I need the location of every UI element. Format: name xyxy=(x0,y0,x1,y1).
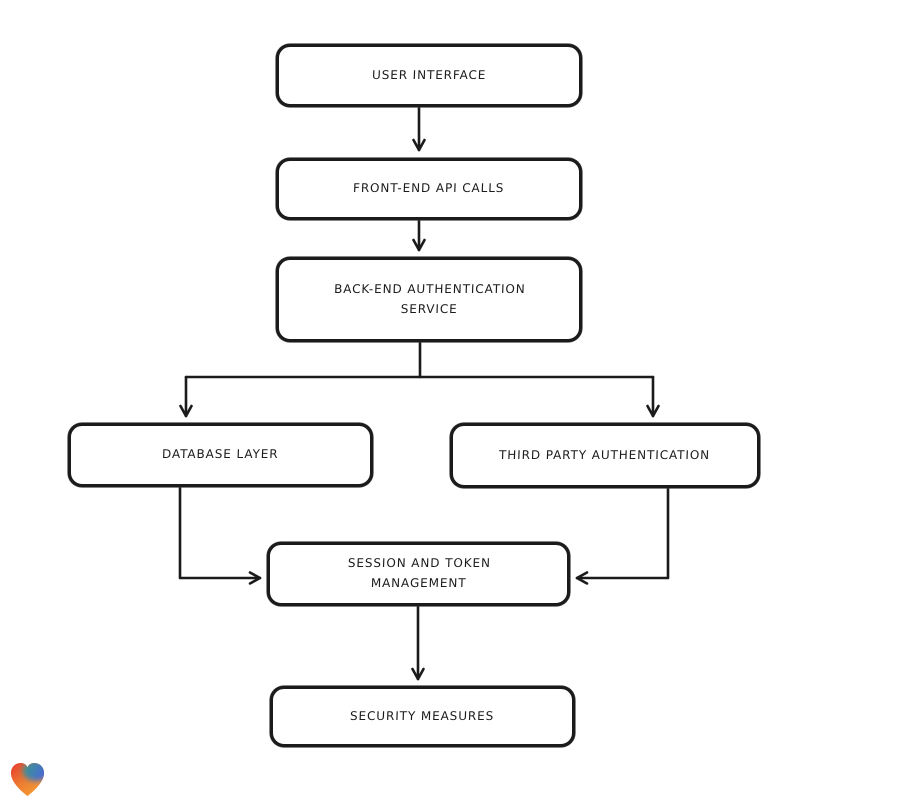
node-label: DATABASE LAYER xyxy=(162,447,280,462)
gradient-heart-logo[interactable] xyxy=(8,761,47,800)
node-label: SESSION AND TOKEN MANAGEMENT xyxy=(347,556,491,590)
node-user-interface: USER INTERFACE xyxy=(276,44,582,107)
node-third-party-authentication: THIRD PARTY AUTHENTICATION xyxy=(450,423,760,488)
node-label: SECURITY MEASURES xyxy=(350,708,495,723)
node-label: BACK-END AUTHENTICATION SERVICE xyxy=(333,281,526,316)
node-front-end-api-calls: FRONT-END API CALLS xyxy=(276,158,582,220)
node-label: THIRD PARTY AUTHENTICATION xyxy=(499,447,711,462)
edge-thirdparty-to-session xyxy=(575,486,670,585)
node-back-end-authentication-service: BACK-END AUTHENTICATION SERVICE xyxy=(276,257,582,342)
node-label: FRONT-END API CALLS xyxy=(353,181,505,196)
node-security-measures: SECURITY MEASURES xyxy=(270,686,575,747)
node-session-and-token-management: SESSION AND TOKEN MANAGEMENT xyxy=(267,542,570,606)
node-label: USER INTERFACE xyxy=(371,67,487,82)
edge-database-to-session xyxy=(178,485,262,585)
node-database-layer: DATABASE LAYER xyxy=(68,423,373,487)
